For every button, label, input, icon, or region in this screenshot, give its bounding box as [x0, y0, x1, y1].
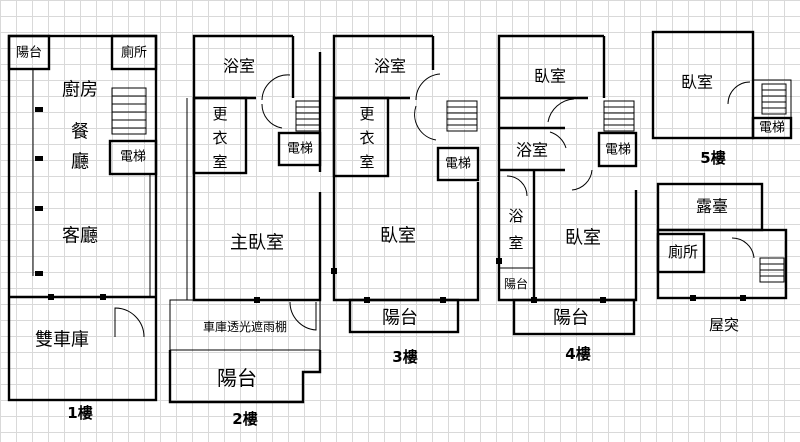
- floor-1-garage-door: [114, 307, 145, 338]
- floor-3-stair-steps: [447, 106, 477, 126]
- floor-4-top-door: [547, 98, 575, 123]
- floor-1-balcony-label: 陽台: [16, 46, 42, 61]
- floor-5-title: 5樓: [700, 149, 725, 167]
- floor-2-title: 2樓: [232, 410, 257, 428]
- roof-posts: [690, 295, 746, 301]
- floor-1-posts: [35, 107, 106, 300]
- floor-2-bath-door: [261, 74, 291, 101]
- floor-2-elevator-label: 電梯: [287, 142, 313, 157]
- floor-3-elevator-label: 電梯: [445, 157, 471, 172]
- floor-1-balcony-room: [7, 34, 51, 71]
- floor-3-outline: [332, 34, 480, 302]
- floor-4-title: 4樓: [565, 345, 590, 363]
- floor-1-stair: [111, 87, 147, 135]
- floor-4-bedroom-label: 臥室: [565, 228, 601, 249]
- floor-1: 陽台 廁所 廚房 餐 廳 電梯 客廳 雙車庫 1樓: [7, 34, 158, 422]
- floor-4-balcony-label: 陽台: [553, 308, 589, 329]
- floor-3-balcony-room: [348, 298, 460, 334]
- roof-terrace-label: 露臺: [696, 197, 728, 216]
- floor-2-closet-room: [192, 96, 248, 175]
- floor-5-bedroom-label: 臥室: [681, 73, 713, 92]
- floor-3-closet-room: [332, 96, 390, 178]
- floor-4-balcony-room: [512, 298, 636, 336]
- floor-3: 浴室 更 衣 室 電梯 臥室 陽台 3樓: [331, 34, 480, 366]
- floor-2-master-label: 主臥室: [230, 233, 284, 254]
- floor-2-balcony-door: [289, 301, 317, 331]
- floor-1-elevator-room: [108, 139, 158, 176]
- roof-toilet-label: 廁所: [668, 243, 698, 261]
- floor-3-title: 3樓: [392, 348, 417, 366]
- floor-1-kitchen-label: 廚房: [62, 79, 98, 101]
- floor-5-elevator-label: 電梯: [759, 121, 785, 136]
- floor-4: 臥室 浴室 電梯 浴 室 臥室 陽台 陽台 4樓: [496, 34, 638, 363]
- floor-2-canopy: [169, 299, 321, 351]
- floor-2-closet-label-3: 室: [212, 153, 227, 171]
- floor-5-stair: [761, 83, 787, 115]
- floor-3-bath-door: [415, 73, 441, 101]
- floor-3-posts: [331, 268, 446, 303]
- roof-structure: 露臺 廁所 屋突: [656, 182, 788, 334]
- floor-2-closet-label-2: 衣: [212, 129, 227, 147]
- floor-2-balcony-outline: [168, 350, 322, 404]
- floor-4-top-bedroom-label: 臥室: [534, 67, 566, 86]
- floor-1-dining-label-2: 廳: [71, 152, 89, 173]
- floor-1-toilet-room: [110, 34, 158, 71]
- floor-3-stair: [446, 100, 478, 132]
- floor-3-closet-label-1: 更: [359, 105, 374, 123]
- floor-4-bath-label: 浴室: [516, 141, 548, 160]
- floor-2-canopy-label: 車庫透光遮雨棚: [203, 319, 287, 334]
- floor-5-stair-steps: [762, 89, 786, 109]
- roof-toilet-room: [656, 232, 706, 274]
- floor-5-stair-room: [752, 79, 792, 119]
- floor-2-elevator-door: [261, 103, 283, 129]
- floor-1-title: 1樓: [67, 404, 92, 422]
- floor-3-bath-label: 浴室: [374, 57, 406, 76]
- floor-5-elevator-room: [751, 116, 793, 140]
- floor-3-elevator-room: [436, 146, 480, 182]
- floor-1-garage-label: 雙車庫: [35, 330, 89, 351]
- roof-door: [731, 237, 755, 259]
- floor-4-bedroom-door: [571, 169, 593, 191]
- floor-3-bedroom-label: 臥室: [380, 226, 416, 247]
- floor-4-elevator-label: 電梯: [605, 143, 631, 158]
- floor-2-bath-label: 浴室: [223, 57, 255, 76]
- floor-3-balcony-label: 陽台: [382, 308, 418, 329]
- floor-1-elevator-label: 電梯: [120, 150, 146, 165]
- floor-4-side-bath-label-2: 室: [508, 234, 523, 252]
- floor-4-outline: [497, 34, 638, 302]
- floor-4-elevator-room: [597, 131, 638, 168]
- floor-4-stair-steps: [604, 106, 634, 126]
- floor-1-living-label: 客廳: [62, 226, 98, 247]
- floor-2-elevator-room: [277, 131, 322, 167]
- floor-2-stair-steps: [296, 106, 320, 126]
- floor-4-side-bath-label-1: 浴: [508, 207, 523, 225]
- floor-3-elevator-door: [414, 105, 437, 141]
- roof-title: 屋突: [709, 316, 739, 334]
- floor-1-dining-label-1: 餐: [71, 122, 89, 143]
- floor-4-bath-door: [549, 131, 567, 149]
- floor-4-stair: [603, 100, 635, 132]
- floor-2: 浴室 更 衣 室 電梯 主臥室 車庫透光遮雨棚 陽台 2樓: [168, 34, 322, 428]
- floor-4-posts: [496, 258, 606, 303]
- floor-5: 臥室 電梯 5樓: [651, 30, 793, 167]
- floor-5-door: [727, 81, 751, 105]
- floor-1-toilet-label: 廁所: [121, 45, 147, 61]
- floor-2-closet-label-1: 更: [212, 105, 227, 123]
- floor-1-outline: [7, 34, 158, 402]
- floor-3-closet-label-2: 衣: [359, 129, 374, 147]
- floor-4-side-bath-door: [506, 175, 528, 197]
- floor-2-stair: [295, 100, 321, 132]
- floor-4-side-balcony-label: 陽台: [504, 276, 528, 291]
- floor-2-post: [254, 297, 260, 303]
- floor-3-closet-label-3: 室: [359, 153, 374, 171]
- floor-1-stair-steps: [112, 95, 146, 129]
- floor-2-balcony-label: 陽台: [217, 366, 257, 390]
- roof-stair-steps: [760, 263, 784, 277]
